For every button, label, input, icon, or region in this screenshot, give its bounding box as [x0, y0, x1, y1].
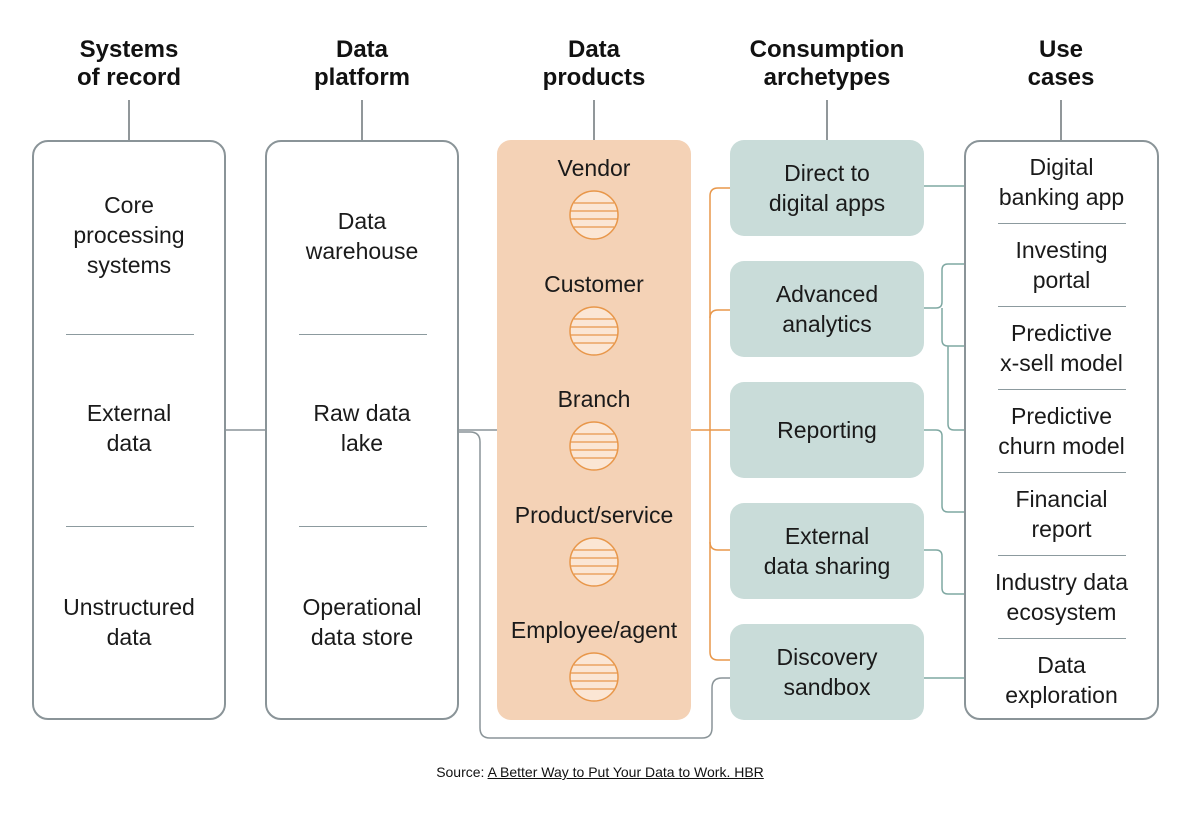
usecase-industry-data-ecosystem: Industry data ecosystem: [995, 569, 1128, 625]
usecase-financial-report: Financial report: [1015, 486, 1108, 542]
source-link[interactable]: A Better Way to Put Your Data to Work. H…: [487, 764, 764, 780]
product-label-customer: Customer: [544, 271, 644, 297]
header-data-platform: Data platform: [314, 36, 410, 91]
usecase-data-exploration: Data exploration: [1005, 652, 1118, 708]
globe-icon: [569, 537, 619, 587]
platform-item-operational: Operational data store: [302, 594, 422, 650]
orange-branch-4: [709, 541, 730, 551]
divider: [998, 389, 1126, 390]
divider: [66, 526, 194, 527]
archetype-direct-to-digital-apps: Direct to digital apps: [730, 140, 924, 236]
source-prefix: Source:: [436, 764, 488, 780]
source-caption: Source: A Better Way to Put Your Data to…: [0, 764, 1200, 780]
data-products-box: Vendor Customer Branch Product/service E…: [497, 140, 691, 720]
use-cases-box: Digital banking app Investing portal Pre…: [964, 140, 1159, 720]
header-consumption-archetypes: Consumption archetypes: [749, 36, 905, 91]
globe-icon: [569, 306, 619, 356]
divider: [66, 334, 194, 335]
usecase-predictive-x-sell: Predictive x-sell model: [1000, 320, 1123, 376]
orange-branch-2: [709, 309, 730, 319]
divider: [998, 638, 1126, 639]
divider: [299, 334, 427, 335]
archetype-discovery-sandbox: Discovery sandbox: [730, 624, 924, 720]
archetype-reporting: Reporting: [730, 382, 924, 478]
system-item-core: Core processing systems: [73, 192, 185, 278]
globe-icon: [569, 421, 619, 471]
data-platform-box: Data warehouse Raw data lake Operational…: [265, 140, 459, 720]
divider: [299, 526, 427, 527]
archetype-advanced-analytics: Advanced analytics: [730, 261, 924, 357]
teal-sharing-bracket: [924, 549, 964, 595]
teal-analytics-bracket: [924, 263, 964, 431]
platform-item-warehouse: Data warehouse: [305, 208, 419, 264]
platform-item-raw-lake: Raw data lake: [313, 400, 411, 456]
usecase-predictive-churn: Predictive churn model: [998, 403, 1125, 459]
divider: [998, 472, 1126, 473]
link-platform-sandbox: [459, 431, 730, 739]
usecase-investing-portal: Investing portal: [1015, 237, 1108, 293]
product-label-vendor: Vendor: [557, 155, 631, 181]
divider: [998, 306, 1126, 307]
product-label-employee-agent: Employee/agent: [510, 617, 678, 643]
systems-of-record-box: Core processing systems External data Un…: [32, 140, 226, 720]
usecase-digital-banking-app: Digital banking app: [998, 154, 1125, 210]
globe-icon: [569, 190, 619, 240]
divider: [998, 555, 1126, 556]
product-label-branch: Branch: [557, 386, 631, 412]
product-label-product-service: Product/service: [514, 502, 674, 528]
header-systems-of-record: Systems of record: [76, 36, 181, 91]
globe-icon: [569, 652, 619, 702]
system-item-unstructured: Unstructured data: [63, 594, 195, 650]
header-use-cases: Use cases: [1027, 36, 1095, 91]
header-data-products: Data products: [542, 36, 646, 91]
system-item-external: External data: [86, 400, 172, 456]
archetype-external-data-sharing: External data sharing: [730, 503, 924, 599]
teal-reporting-bracket: [924, 429, 964, 513]
divider: [998, 223, 1126, 224]
orange-bracket: [709, 187, 730, 661]
